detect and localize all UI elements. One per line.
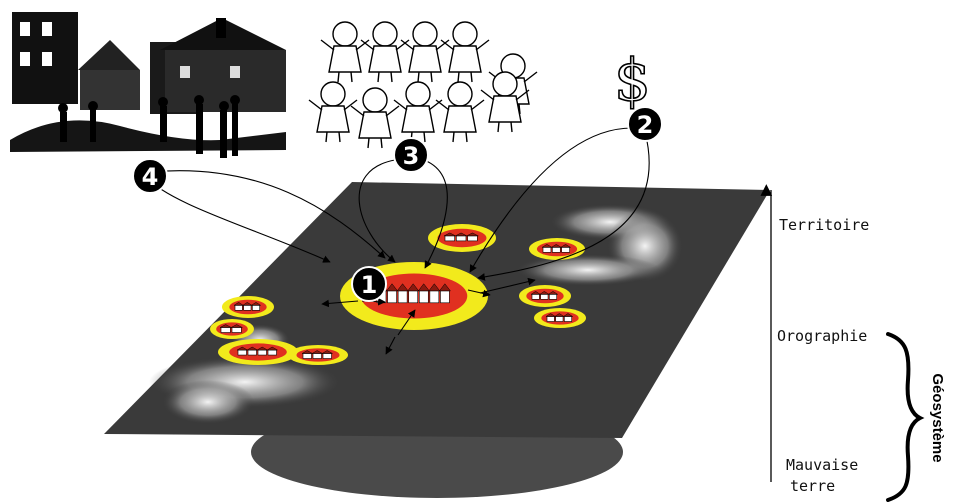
flow-population-arrow <box>358 159 396 263</box>
marker-1: 1 <box>351 266 387 302</box>
svg-text:3: 3 <box>403 142 420 170</box>
exchange-arrow-east <box>479 277 536 294</box>
label-mauvaise-terre-line1: Mauvaise <box>786 456 858 474</box>
flow-economy-arrow <box>469 127 633 273</box>
village <box>428 224 496 252</box>
geosystem-brace <box>886 332 925 502</box>
flow-connections <box>144 127 650 355</box>
village <box>222 296 274 318</box>
marker-4: 4 <box>132 158 168 194</box>
population-pictogram <box>308 21 538 149</box>
village <box>529 238 585 260</box>
flow-economy-arrow <box>477 131 650 281</box>
svg-text:2: 2 <box>637 111 654 139</box>
village-markers <box>210 224 586 365</box>
village <box>534 308 586 328</box>
person-figure <box>480 71 530 133</box>
person-figure <box>360 21 410 83</box>
exchange-arrow-south <box>385 336 396 355</box>
svg-text:1: 1 <box>361 271 378 299</box>
exchange-arrow-east <box>467 289 491 298</box>
marker-2: 2 <box>627 106 663 142</box>
dollar-icon: $ <box>614 46 651 114</box>
label-mauvaise-terre-line2: terre <box>790 477 835 495</box>
village <box>218 339 298 365</box>
label-territoire: Territoire <box>779 216 869 234</box>
flow-history-arrow <box>149 170 386 259</box>
person-figure <box>308 81 358 143</box>
person-figure <box>400 21 450 83</box>
label-orographie: Orographie <box>777 327 867 345</box>
person-figure <box>393 81 443 143</box>
flow-population-arrow <box>417 157 448 269</box>
label-geosysteme: Géosystème <box>929 373 946 462</box>
person-figure <box>320 21 370 83</box>
exchange-arrow-west <box>321 299 359 308</box>
svg-text:4: 4 <box>142 163 159 191</box>
exchange-arrow-south <box>397 309 416 336</box>
village <box>288 345 348 365</box>
village <box>519 285 571 307</box>
person-figure <box>435 81 485 143</box>
historical-village-photo <box>8 8 290 158</box>
marker-3: 3 <box>393 137 429 173</box>
person-figure <box>440 21 490 83</box>
person-figure <box>350 87 400 149</box>
village <box>210 319 254 339</box>
